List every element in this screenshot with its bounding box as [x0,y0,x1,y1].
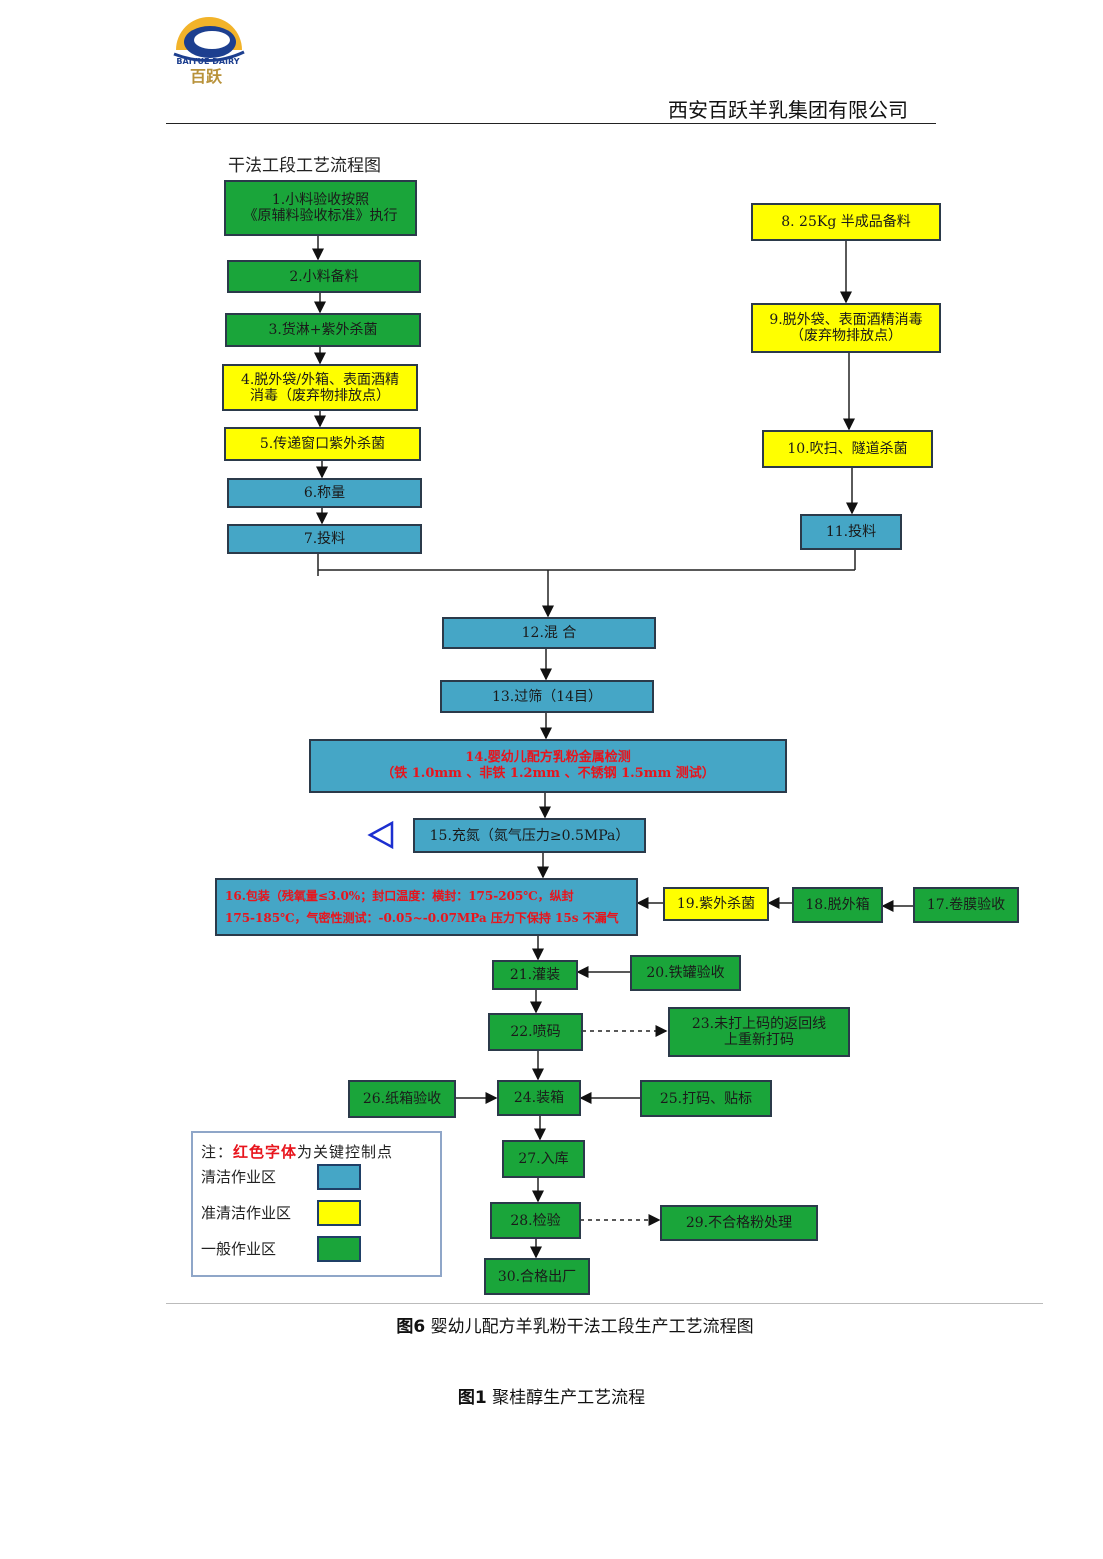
step-1-line-2: 《原辅料验收标准》执行 [243,208,398,224]
diagram-title: 干法工段工艺流程图 [228,156,381,176]
legend-item-semi-clean: 准清洁作业区 [201,1200,431,1228]
step-11: 11.投料 [800,514,902,550]
step-15: 15.充氮（氮气压力≥0.5MPa） [413,818,646,853]
step-9-line-1: 9.脱外袋、表面酒精消毒 [769,312,923,328]
step-28: 28.检验 [490,1202,581,1239]
step-22: 22.喷码 [488,1013,583,1051]
step-13: 13.过筛（14目） [440,680,654,713]
triangle-left-icon [367,820,394,850]
step-30: 30.合格出厂 [484,1258,590,1295]
legend-label-semi-clean: 准清洁作业区 [201,1204,292,1222]
step-20: 20.铁罐验收 [630,955,741,991]
legend-note: 注：红色字体为关键控制点 [201,1141,393,1162]
step-4: 4.脱外袋/外箱、表面酒精消毒（废弃物排放点） [222,364,418,411]
step-5: 5.传递窗口紫外杀菌 [224,427,421,461]
figure-1-label: 图1 [457,1388,487,1408]
step-23-line-1: 23.未打上码的返回线 [691,1016,827,1032]
legend-swatch-clean [317,1164,361,1190]
step-14-key-control: 14.婴幼儿配方乳粉金属检测（铁 1.0mm 、非铁 1.2mm 、不锈钢 1.… [309,739,787,793]
step-18: 18.脱外箱 [792,887,883,923]
step-12: 12.混 合 [442,617,656,649]
svg-text:BAIYUE DAIRY: BAIYUE DAIRY [176,57,239,66]
figure-6-caption: 图6 婴幼儿配方羊乳粉干法工段生产工艺流程图 [0,1312,1103,1337]
step-9-line-2: （废弃物排放点） [790,328,902,344]
step-14-line-2: （铁 1.0mm 、非铁 1.2mm 、不锈钢 1.5mm 测试） [381,766,715,781]
step-23-line-2: 上重新打码 [724,1032,794,1048]
company-name: 西安百跃羊乳集团有限公司 [668,98,908,122]
step-7: 7.投料 [227,524,422,554]
step-4-line-1: 4.脱外袋/外箱、表面酒精 [240,371,400,388]
step-19: 19.紫外杀菌 [663,887,769,921]
step-16-line-1: 16.包装（残氧量≤3.0%；封口温度：横封：175-205℃，纵封 [225,889,574,903]
figure-6-label: 图6 [396,1317,426,1337]
step-2: 2.小料备料 [227,260,421,293]
legend-swatch-general [317,1236,361,1262]
step-27: 27.入库 [502,1140,585,1178]
company-logo: BAIYUE DAIRY 百跃 [170,2,246,86]
step-23: 23.未打上码的返回线上重新打码 [668,1007,850,1057]
step-4-line-2: 消毒（废弃物排放点） [250,387,390,404]
svg-text:百跃: 百跃 [190,67,223,86]
legend-note-prefix: 注： [201,1143,234,1161]
legend-label-clean: 清洁作业区 [201,1168,277,1186]
legend-note-suffix: 为关键控制点 [297,1143,394,1161]
step-1: 1.小料验收按照《原辅料验收标准》执行 [224,180,417,236]
step-14-line-1: 14.婴幼儿配方乳粉金属检测 [465,750,631,765]
logo-icon: BAIYUE DAIRY 百跃 [173,17,245,86]
step-21: 21.灌装 [492,960,578,990]
legend-label-general: 一般作业区 [201,1240,277,1258]
figure-1-caption: 图1 聚桂醇生产工艺流程 [0,1383,1103,1408]
step-10: 10.吹扫、隧道杀菌 [762,430,933,468]
figure-6-text: 婴幼儿配方羊乳粉干法工段生产工艺流程图 [425,1317,754,1337]
legend-item-clean: 清洁作业区 [201,1164,431,1192]
step-17: 17.卷膜验收 [913,887,1019,923]
figure-1-text: 聚桂醇生产工艺流程 [486,1388,646,1408]
step-3: 3.货淋+紫外杀菌 [225,313,421,347]
step-1-line-1: 1.小料验收按照 [271,192,370,208]
legend-swatch-semi-clean [317,1200,361,1226]
step-24: 24.装箱 [497,1080,581,1116]
step-29: 29.不合格粉处理 [660,1205,818,1241]
step-25: 25.打码、贴标 [640,1080,772,1117]
legend-item-general: 一般作业区 [201,1236,431,1264]
step-16-line-2: 175-185℃，气密性测试：-0.05~-0.07MPa 压力下保持 15s … [225,911,619,925]
legend-note-red: 红色字体 [233,1143,298,1161]
step-8: 8. 25Kg 半成品备料 [751,203,941,241]
legend: 注：红色字体为关键控制点 清洁作业区 准清洁作业区 一般作业区 [191,1131,442,1277]
step-26: 26.纸箱验收 [348,1080,456,1118]
step-9: 9.脱外袋、表面酒精消毒（废弃物排放点） [751,303,941,353]
step-16-key-control: 16.包装（残氧量≤3.0%；封口温度：横封：175-205℃，纵封 175-18… [215,878,638,936]
figure-divider [166,1303,1043,1304]
header-divider [166,123,936,124]
step-6: 6.称量 [227,478,422,508]
